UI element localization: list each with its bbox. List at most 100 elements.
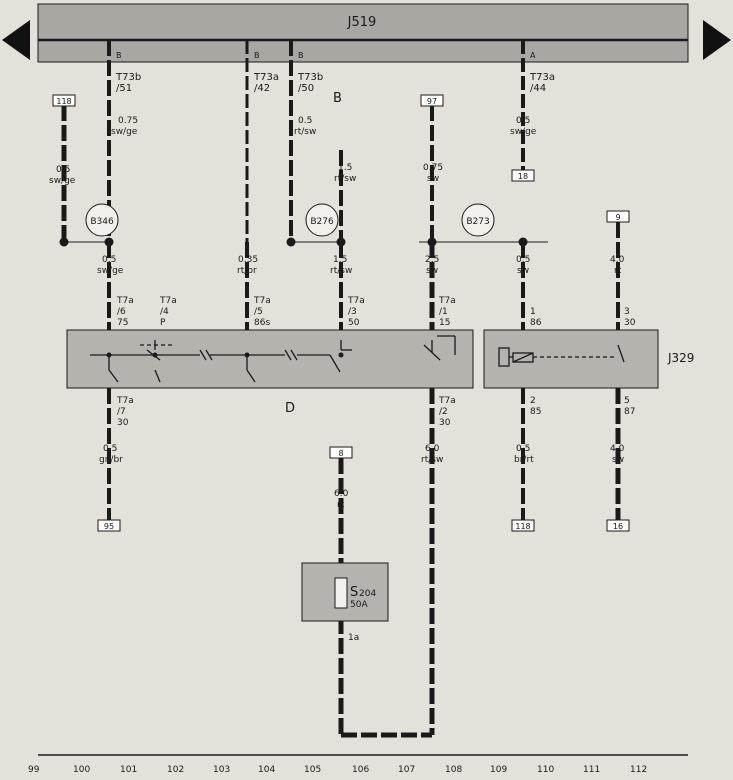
svg-text:T7a: T7a [159,296,177,306]
relay-box-j329 [483,329,659,389]
ref-box-118-bottom[interactable]: 118 [511,519,535,532]
wire-label-7: 0.5sw/ge [97,255,124,276]
svg-text:109: 109 [490,765,507,775]
svg-text:rt/br: rt/br [237,266,257,276]
wire-label-2: 0.5sw/ge [49,165,76,186]
fuse-pin: 1a [348,633,359,643]
relay-coil [498,344,625,367]
svg-text:/6: /6 [117,307,126,317]
svg-text:112: 112 [630,765,647,775]
connector-code: T73b [115,72,141,83]
svg-text:0.75: 0.75 [118,116,138,126]
svg-text:rt: rt [614,266,622,276]
svg-text:sw/ge: sw/ge [510,127,537,137]
svg-text:rt/sw: rt/sw [330,266,352,276]
ref-box-16[interactable]: 16 [606,519,630,532]
svg-text:B346: B346 [90,217,114,227]
svg-text:rt/sw: rt/sw [334,174,356,184]
svg-text:8: 8 [338,449,343,458]
connector-num: /44 [530,83,546,94]
ref-box-18[interactable]: 18 [511,169,535,182]
ref-box-9[interactable]: 9 [606,210,630,223]
svg-text:105: 105 [304,765,321,775]
svg-text:3: 3 [624,307,630,317]
svg-text:0.5: 0.5 [298,116,312,126]
svg-text:0.5: 0.5 [102,255,116,265]
svg-text:97: 97 [427,97,437,106]
ignition-switch-nodes [106,352,344,358]
pin-letter: B [116,51,122,60]
junction-dots [59,237,528,247]
ref-box-97[interactable]: 97 [420,94,444,107]
svg-text:sw: sw [426,266,438,276]
connector-num: /51 [116,83,132,94]
column-numbers: 99 100 101 102 103 104 105 106 107 108 1… [28,765,647,775]
svg-text:4.0: 4.0 [610,444,625,454]
svg-text:104: 104 [258,765,275,775]
svg-text:18: 18 [518,172,528,181]
svg-text:102: 102 [167,765,184,775]
svg-text:0.5: 0.5 [516,444,530,454]
svg-text:/7: /7 [117,407,126,417]
wire-label-9: 1.5rt/sw [330,255,352,276]
t7a-connector-1: T7a/675 [116,296,134,328]
pin-letter: A [530,51,536,60]
svg-text:30: 30 [117,418,129,428]
connector-num: /42 [254,83,270,94]
section-d-label: D [285,401,295,416]
svg-text:rt: rt [337,500,345,510]
ref-box-95[interactable]: 95 [97,519,121,532]
svg-text:T7a: T7a [116,396,134,406]
svg-text:30: 30 [439,418,451,428]
ref-box-8[interactable]: 8 [329,446,353,459]
svg-text:T7a: T7a [438,296,456,306]
wire-label-13: 0.5gn/br [99,444,123,465]
svg-text:1.5: 1.5 [338,163,352,173]
t7a-connector-7: T7a/230 [438,396,456,428]
top-connector-1: B T73b /51 [115,51,141,94]
svg-text:204: 204 [359,589,376,599]
svg-text:9: 9 [615,213,620,222]
svg-text:0.5: 0.5 [103,444,117,454]
connector-code: T73a [529,72,555,83]
connector-num: /50 [298,83,314,94]
svg-text:5: 5 [624,396,630,406]
top-connector-4: A T73a /44 [529,51,555,94]
relay-pin-2: 285 [530,396,541,417]
circle-label-b276: B276 [305,203,339,237]
top-connector-3: B T73b /50 [297,51,323,94]
svg-text:S: S [350,585,358,600]
svg-text:108: 108 [445,765,462,775]
svg-text:sw/ge: sw/ge [111,127,138,137]
wire-label-16: 4.0sw [610,444,625,465]
svg-text:0.35: 0.35 [238,255,258,265]
svg-text:sw/ge: sw/ge [97,266,124,276]
header-title: J519 [347,15,377,30]
t7a-connector-2: T7a/4P [159,296,177,328]
t7a-connector-4: T7a/350 [347,296,365,328]
wire-segments [61,40,621,738]
svg-text:sw: sw [612,455,624,465]
pin-letter: B [298,51,304,60]
section-b-label: B [333,91,342,106]
svg-text:/1: /1 [439,307,448,317]
svg-text:6.0: 6.0 [334,489,349,499]
next-page-arrow-icon[interactable] [703,20,731,60]
svg-text:15: 15 [439,318,450,328]
svg-text:16: 16 [613,522,623,531]
ref-box-118-top[interactable]: 118 [52,94,76,107]
svg-text:103: 103 [213,765,230,775]
svg-text:6.0: 6.0 [425,444,440,454]
svg-text:106: 106 [352,765,369,775]
relay-pin-1: 186 [530,307,542,328]
svg-text:sw: sw [427,174,439,184]
svg-text:T7a: T7a [253,296,271,306]
prev-page-arrow-icon[interactable] [2,20,30,60]
wire-label-17: 6.0rt [334,489,349,510]
top-connector-2: B T73a /42 [253,51,279,94]
wire-label-11: 0.5sw [516,255,530,276]
ignition-switch-box [66,329,474,389]
connector-code: T73a [253,72,279,83]
